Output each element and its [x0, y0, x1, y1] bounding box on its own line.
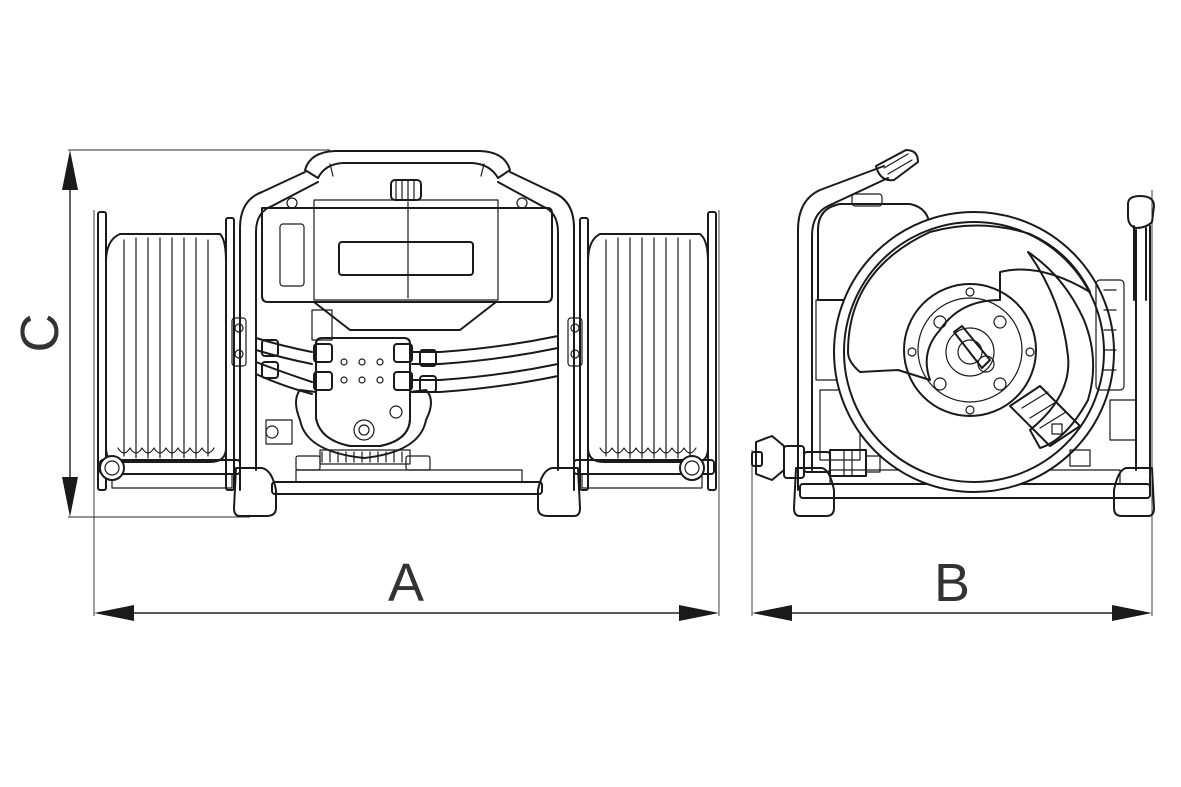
rear-handle-knob-icon: [1127, 195, 1155, 229]
dimension-a-arrow-left: [94, 605, 134, 621]
fill-cap-icon: [390, 179, 422, 201]
frame: [233, 171, 581, 517]
dimension-b: B: [751, 190, 1153, 621]
left-hose-reel: [97, 211, 247, 491]
dimension-c-label: C: [10, 314, 70, 353]
dimension-b-arrow-left: [752, 605, 792, 621]
side-components: [1069, 279, 1137, 467]
side-view: [751, 149, 1155, 517]
dimension-a: A: [93, 210, 720, 621]
dimension-c-arrow-bottom: [62, 477, 78, 517]
dimension-a-arrow-right: [679, 605, 719, 621]
handle-grip-icon: [875, 149, 919, 182]
pump-block: [313, 337, 413, 447]
dimension-c: C: [10, 149, 330, 518]
dimension-a-label: A: [388, 553, 424, 613]
reel-crank-icon: [953, 325, 991, 369]
hoses: [255, 335, 559, 395]
dimension-b-label: B: [934, 553, 970, 613]
side-handle-grips: [875, 149, 1155, 301]
top-handle: [304, 150, 511, 179]
front-view: [97, 150, 717, 517]
dimension-c-arrow-top: [62, 150, 78, 190]
side-inlet-coupling: [751, 435, 881, 481]
tank: [261, 179, 553, 341]
motor: [265, 389, 432, 471]
dimension-b-arrow-right: [1112, 605, 1152, 621]
right-hose-reel: [567, 211, 717, 491]
side-reel: [833, 211, 1115, 493]
side-frame: [793, 165, 1155, 517]
